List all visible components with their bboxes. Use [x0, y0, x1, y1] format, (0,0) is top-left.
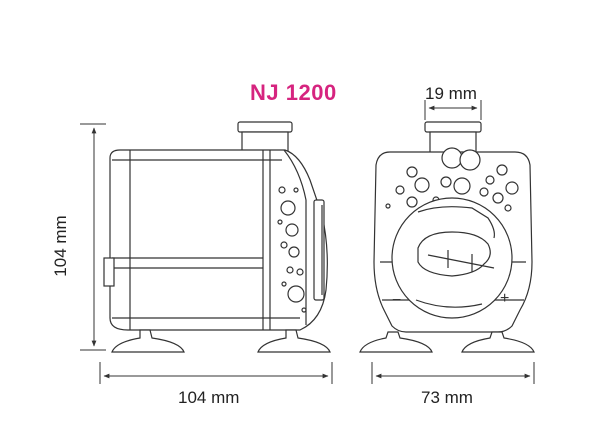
- front-outlet-pipe: [424, 121, 482, 133]
- side-outlet-pipe: [237, 121, 293, 133]
- side-view: [103, 121, 331, 353]
- length-label: 104 mm: [178, 388, 240, 407]
- inlet-diameter-label: 19 mm: [425, 84, 477, 103]
- side-foot-left: [111, 329, 185, 353]
- plus-symbol: +: [500, 290, 510, 307]
- side-foot-right: [257, 329, 331, 353]
- height-label: 104 mm: [51, 215, 70, 277]
- front-foot-left: [359, 331, 433, 353]
- dimension-lines: [80, 100, 535, 384]
- front-view: [359, 121, 535, 353]
- width-label: 73 mm: [421, 388, 473, 407]
- minus-symbol: −: [392, 292, 402, 309]
- side-body: [109, 149, 328, 331]
- model-title: NJ 1200: [250, 80, 337, 105]
- side-clip: [103, 257, 115, 287]
- front-foot-right: [461, 331, 535, 353]
